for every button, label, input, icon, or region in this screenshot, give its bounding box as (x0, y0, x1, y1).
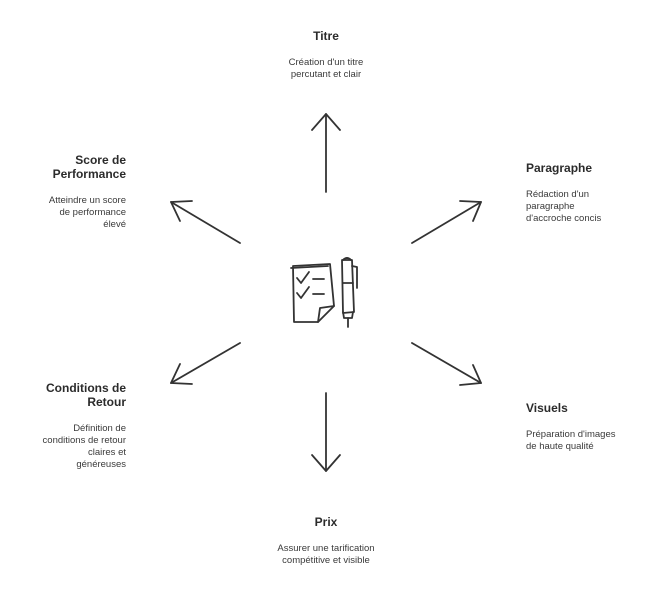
arrow-lower-left-conditions (170, 342, 241, 385)
node-score: Score de Performance Atteindre un score … (6, 153, 126, 231)
node-visuels-description: Préparation d'images de haute qualité (526, 429, 650, 453)
arrow-down-prix (311, 392, 341, 472)
node-score-title: Score de Performance (6, 153, 126, 181)
node-conditions-line: Définition de (73, 423, 126, 434)
node-score-line: Atteindre un score (48, 195, 126, 206)
arrow-up-titre (311, 113, 341, 193)
node-titre: Titre Création d'un titre percutant et c… (256, 29, 396, 81)
node-paragraphe-description: Rédaction d'un paragraphe d'accroche con… (526, 189, 646, 225)
node-conditions-title-line: Retour (87, 395, 126, 409)
node-paragraphe-line: paragraphe (526, 201, 575, 212)
node-titre-description: Création d'un titre percutant et clair (256, 57, 396, 81)
checklist-pen-icon (290, 257, 358, 328)
node-prix-title: Prix (314, 515, 338, 529)
node-score-line: de performance (59, 207, 126, 218)
node-visuels-line: Préparation d'images (526, 429, 616, 440)
arrow-upper-left-score (170, 200, 241, 244)
node-score-line: élevé (103, 219, 126, 230)
node-titre-line: Création d'un titre (288, 57, 364, 68)
node-visuels-title: Visuels (526, 401, 568, 415)
arrow-lower-right-visuels (411, 342, 482, 386)
node-score-title-line: Performance (52, 167, 126, 181)
node-paragraphe-title: Paragraphe (526, 161, 593, 175)
node-paragraphe-line: d'accroche concis (526, 213, 602, 224)
node-visuels-line: de haute qualité (526, 441, 594, 452)
node-score-title-line: Score de (75, 153, 126, 167)
node-prix-line: compétitive et visible (282, 555, 370, 566)
node-titre-line: percutant et clair (290, 69, 362, 80)
node-paragraphe-line: Rédaction d'un (526, 189, 590, 200)
node-visuels: Visuels Préparation d'images de haute qu… (526, 401, 650, 453)
node-conditions-title: Conditions de Retour (6, 381, 126, 409)
node-prix-line: Assurer une tarification (277, 543, 375, 554)
node-conditions-description: Définition de conditions de retour clair… (6, 423, 126, 471)
node-paragraphe: Paragraphe Rédaction d'un paragraphe d'a… (526, 161, 646, 225)
node-conditions-line: claires et (87, 447, 126, 458)
node-conditions: Conditions de Retour Définition de condi… (6, 381, 126, 471)
node-conditions-title-line: Conditions de (46, 381, 126, 395)
node-prix-description: Assurer une tarification compétitive et … (246, 543, 406, 567)
arrow-upper-right-paragraphe (411, 200, 482, 244)
node-conditions-line: conditions de retour (42, 435, 126, 446)
node-prix: Prix Assurer une tarification compétitiv… (246, 515, 406, 567)
node-conditions-line: généreuses (76, 459, 126, 470)
node-score-description: Atteindre un score de performance élevé (6, 195, 126, 231)
node-titre-title: Titre (313, 29, 339, 43)
